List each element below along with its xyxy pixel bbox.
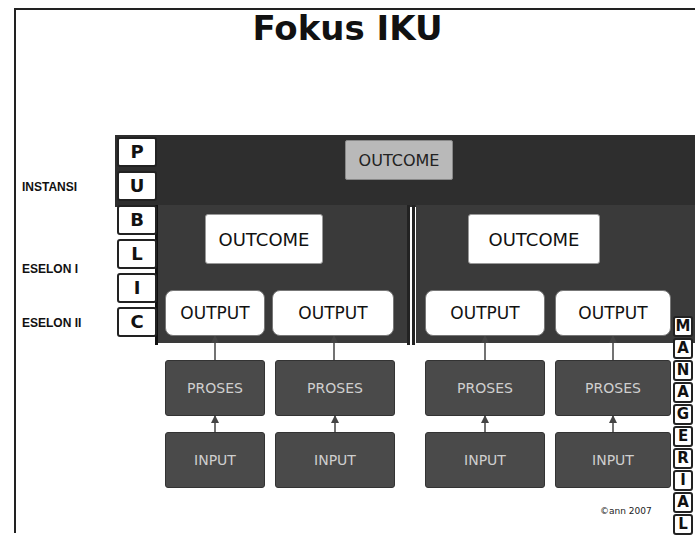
- process-box: INPUT: [425, 432, 545, 488]
- node-text: OUTPUT: [450, 303, 519, 323]
- level-label: INSTANSI: [22, 180, 77, 194]
- outcome-box: OUTCOME: [345, 140, 453, 180]
- letter-tab: G: [673, 404, 693, 425]
- flow-arrow: [334, 416, 336, 432]
- flow-arrow: [214, 336, 216, 360]
- process-box: PROSES: [425, 360, 545, 416]
- process-box: INPUT: [555, 432, 671, 488]
- letter-tab: A: [673, 492, 693, 513]
- node-text: OUTPUT: [180, 303, 249, 323]
- flow-arrow: [484, 336, 486, 360]
- letter-tab: B: [117, 205, 157, 235]
- title-text: Fokus IKU: [252, 8, 442, 48]
- output-box: OUTPUT: [425, 290, 545, 336]
- node-text: OUTCOME: [219, 229, 310, 250]
- letter-tab: A: [673, 338, 693, 359]
- node-text: INPUT: [314, 452, 356, 468]
- level-label: ESELON II: [22, 316, 81, 330]
- panel-divider: [407, 205, 410, 345]
- process-box: INPUT: [165, 432, 265, 488]
- letter-tab: C: [117, 307, 157, 337]
- letter-tab: M: [673, 316, 693, 337]
- node-text: PROSES: [457, 380, 513, 396]
- letter-tab: L: [673, 514, 693, 535]
- letter-tab: R: [673, 448, 693, 469]
- node-text: INPUT: [194, 452, 236, 468]
- letter-tab: I: [673, 470, 693, 491]
- process-box: PROSES: [165, 360, 265, 416]
- letter-tab: A: [673, 382, 693, 403]
- panel-divider: [412, 205, 415, 345]
- node-text: PROSES: [585, 380, 641, 396]
- letter-tab: I: [117, 273, 157, 303]
- process-box: PROSES: [555, 360, 671, 416]
- letter-tab: L: [117, 239, 157, 269]
- output-box: OUTPUT: [272, 290, 394, 336]
- letter-tab: P: [117, 137, 157, 167]
- node-text: OUTCOME: [489, 229, 580, 250]
- node-text: INPUT: [592, 452, 634, 468]
- letter-tab: E: [673, 426, 693, 447]
- node-text: OUTCOME: [359, 151, 440, 170]
- outcome-box: OUTCOME: [205, 214, 323, 264]
- flow-arrow: [612, 416, 614, 432]
- level-label: ESELON I: [22, 262, 78, 276]
- letter-tab: U: [117, 171, 157, 201]
- node-text: PROSES: [187, 380, 243, 396]
- flow-arrow: [214, 416, 216, 432]
- node-text: INPUT: [464, 452, 506, 468]
- copyright-note: ©ann 2007: [600, 506, 652, 516]
- node-text: OUTPUT: [578, 303, 647, 323]
- process-box: PROSES: [275, 360, 395, 416]
- process-box: INPUT: [275, 432, 395, 488]
- flow-arrow: [484, 416, 486, 432]
- node-text: OUTPUT: [298, 303, 367, 323]
- flow-arrow: [333, 336, 335, 360]
- letter-tab: N: [673, 360, 693, 381]
- frame-line: [14, 8, 16, 533]
- flow-arrow: [612, 336, 614, 360]
- node-text: PROSES: [307, 380, 363, 396]
- page-title: Fokus IKU: [0, 8, 695, 48]
- outcome-box: OUTCOME: [468, 214, 600, 264]
- output-box: OUTPUT: [555, 290, 671, 336]
- output-box: OUTPUT: [165, 290, 265, 336]
